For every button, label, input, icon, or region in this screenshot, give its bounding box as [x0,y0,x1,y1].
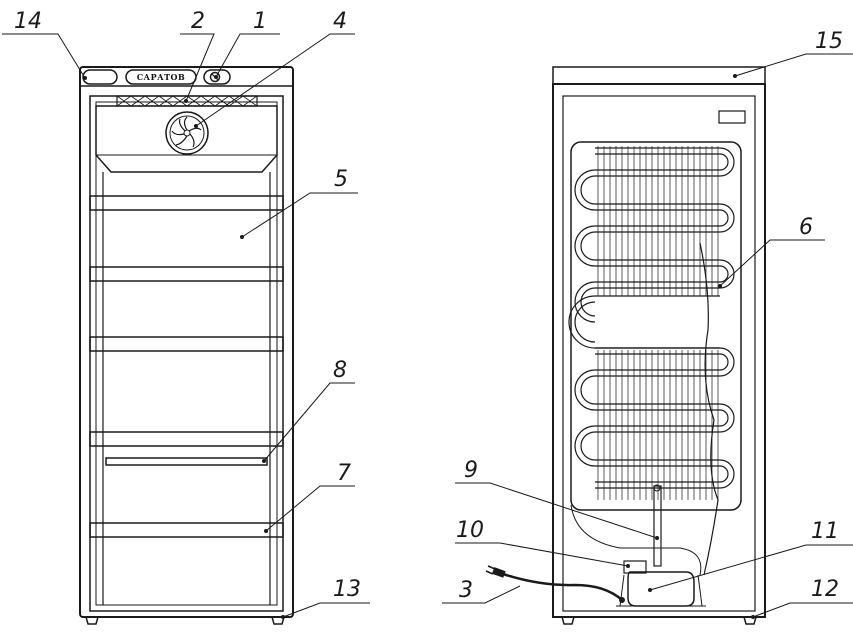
callout-7: 7 [337,461,351,486]
capillary-tube [699,242,719,576]
control-panel-right-element [203,69,231,85]
condenser-coil-lower [574,347,735,489]
power-cord [502,572,623,601]
front-inner-frame [89,95,284,612]
control-panel-left-element [82,69,118,85]
callout-8: 8 [333,358,347,383]
callout-10: 10 [456,518,484,543]
plug [485,565,506,578]
callout-9: 9 [464,458,478,483]
condenser-fins-upper [597,146,719,296]
compressor [627,571,695,607]
back-cabinet [552,83,766,618]
back-view [442,53,853,625]
callout-12: 12 [811,577,839,602]
callout-6: 6 [799,215,813,240]
callout-2: 2 [191,9,205,34]
condenser-frame [570,141,742,511]
relay-box [623,560,647,574]
rating-plate [718,110,746,124]
back-leader-points [626,74,755,619]
callout-5: 5 [334,167,348,192]
callout-labels: 14 2 1 4 5 8 7 13 15 6 9 10 3 11 12 [14,9,843,603]
front-foot-right [271,616,285,625]
lamp-grille-pattern [116,95,258,107]
front-shelves [89,195,284,538]
callout-15: 15 [815,29,843,54]
condenser-middle-loop [595,295,720,349]
front-cabinet [79,66,294,618]
callout-13: 13 [333,577,361,602]
callout-4: 4 [333,9,347,34]
callout-3: 3 [459,578,473,603]
callout-14: 14 [14,9,42,34]
brand-label: САРАТОВ [137,72,186,82]
callout-11: 11 [811,519,839,544]
front-leaders [2,33,370,618]
callout-1: 1 [253,9,267,34]
condenser-fins-lower [597,350,719,500]
front-foot-left [85,616,99,625]
back-foot-left [561,616,575,625]
back-leaders [442,53,853,618]
drawer-bar [105,457,268,466]
front-view: САРАТОВ [2,33,370,625]
thermostat-knob [209,71,221,83]
filter-drier [653,485,662,567]
fan [165,111,209,155]
